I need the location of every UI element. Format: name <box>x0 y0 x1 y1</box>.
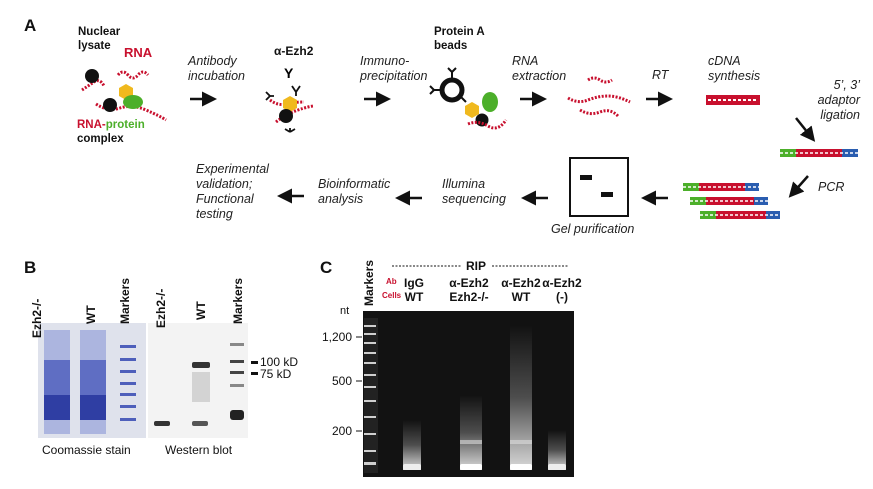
western-blot-image <box>148 323 258 438</box>
nuclear-lysate-label: Nuclear lysate <box>78 26 121 52</box>
rna-label: RNA <box>124 45 153 60</box>
nuclear-lysate-illustration <box>81 69 167 122</box>
pcr-label: PCR <box>818 180 845 194</box>
ab-label: Ab <box>386 277 397 286</box>
gel-box-illustration <box>569 157 629 217</box>
cdna-synthesis-label: cDNA synthesis <box>708 54 761 83</box>
pcr-products-illustration <box>683 183 780 219</box>
rip-lane-4-header: α-Ezh2(-) <box>538 276 586 304</box>
gel-markers-label: Markers <box>362 259 376 306</box>
lane-4-ab: α-Ezh2 <box>542 276 582 290</box>
panel-b-label: B <box>24 258 37 277</box>
rt-label: RT <box>652 68 669 82</box>
complex-protein-word: protein <box>105 119 145 131</box>
complex-rna-word: RNA- <box>77 119 106 131</box>
gel-purification-label: Gel purification <box>551 222 635 236</box>
adaptor-ligation-label: 5’, 3’ adaptor ligation <box>817 78 860 122</box>
lane-3-cells: WT <box>511 290 531 304</box>
alpha-ezh2-label: α-Ezh2 <box>274 44 314 58</box>
protein-a-bead-illustration <box>429 67 508 130</box>
arrow-pcr <box>788 175 809 198</box>
cdna-illustration <box>706 95 760 105</box>
western-caption: Western blot <box>165 443 233 457</box>
complex-word: complex <box>77 133 124 145</box>
lane-label-western-markers: Markers <box>231 277 245 324</box>
arrow-ligation <box>795 117 816 142</box>
extracted-rna-illustration <box>567 76 631 118</box>
antibody-complex-illustration: Y <box>265 65 315 133</box>
rip-label: RIP <box>466 259 487 273</box>
ligated-cdna-illustration <box>780 149 858 157</box>
lane-label-coomassie-ezh2ko: Ezh2-/- <box>30 298 44 338</box>
lane-label-coomassie-markers: Markers <box>118 277 132 324</box>
svg-text:Y: Y <box>284 65 294 81</box>
panel-c-label: C <box>320 258 333 277</box>
coomassie-gel-image <box>38 323 146 438</box>
lane-label-western-wt: WT <box>194 301 208 320</box>
illumina-sequencing-label: Illumina sequencing <box>442 177 506 206</box>
lane-1-cells: WT <box>404 290 424 304</box>
lane-4-cells: (-) <box>556 290 568 304</box>
lane-label-coomassie-wt: WT <box>84 305 98 324</box>
cells-label: Cells <box>382 291 402 300</box>
bioinformatic-analysis-label: Bioinformatic analysis <box>318 177 391 206</box>
panel-a-label: A <box>24 16 37 35</box>
lane-1-ab: IgG <box>404 276 424 290</box>
size-tick-200: 200 <box>331 424 352 438</box>
size-tick-1200: 1,200 <box>321 330 352 344</box>
marker-75kd-label: 75 kD <box>260 367 292 381</box>
rna-protein-complex-label: RNA-protein complex <box>77 118 145 146</box>
immunoprecipitation-label: Immuno-precipitation <box>360 54 428 83</box>
lane-3-ab: α-Ezh2 <box>501 276 541 290</box>
lane-2-ab: α-Ezh2 <box>449 276 489 290</box>
experimental-validation-label: Experimental validation; Functional test… <box>196 162 269 221</box>
protein-a-beads-label: Protein A beads <box>434 26 485 52</box>
rna-gel-image <box>363 311 574 477</box>
antibody-incubation-label: Antibody incubation <box>188 54 245 83</box>
size-tick-500: 500 <box>331 374 352 388</box>
coomassie-caption: Coomassie stain <box>42 443 131 457</box>
lane-2-cells: Ezh2-/- <box>449 290 489 304</box>
nt-label: nt <box>340 305 350 317</box>
lane-label-western-ezh2ko: Ezh2-/- <box>154 288 168 328</box>
marker-100kd-label: 100 kD <box>260 355 299 369</box>
rna-extraction-label: RNA extraction <box>512 54 567 83</box>
